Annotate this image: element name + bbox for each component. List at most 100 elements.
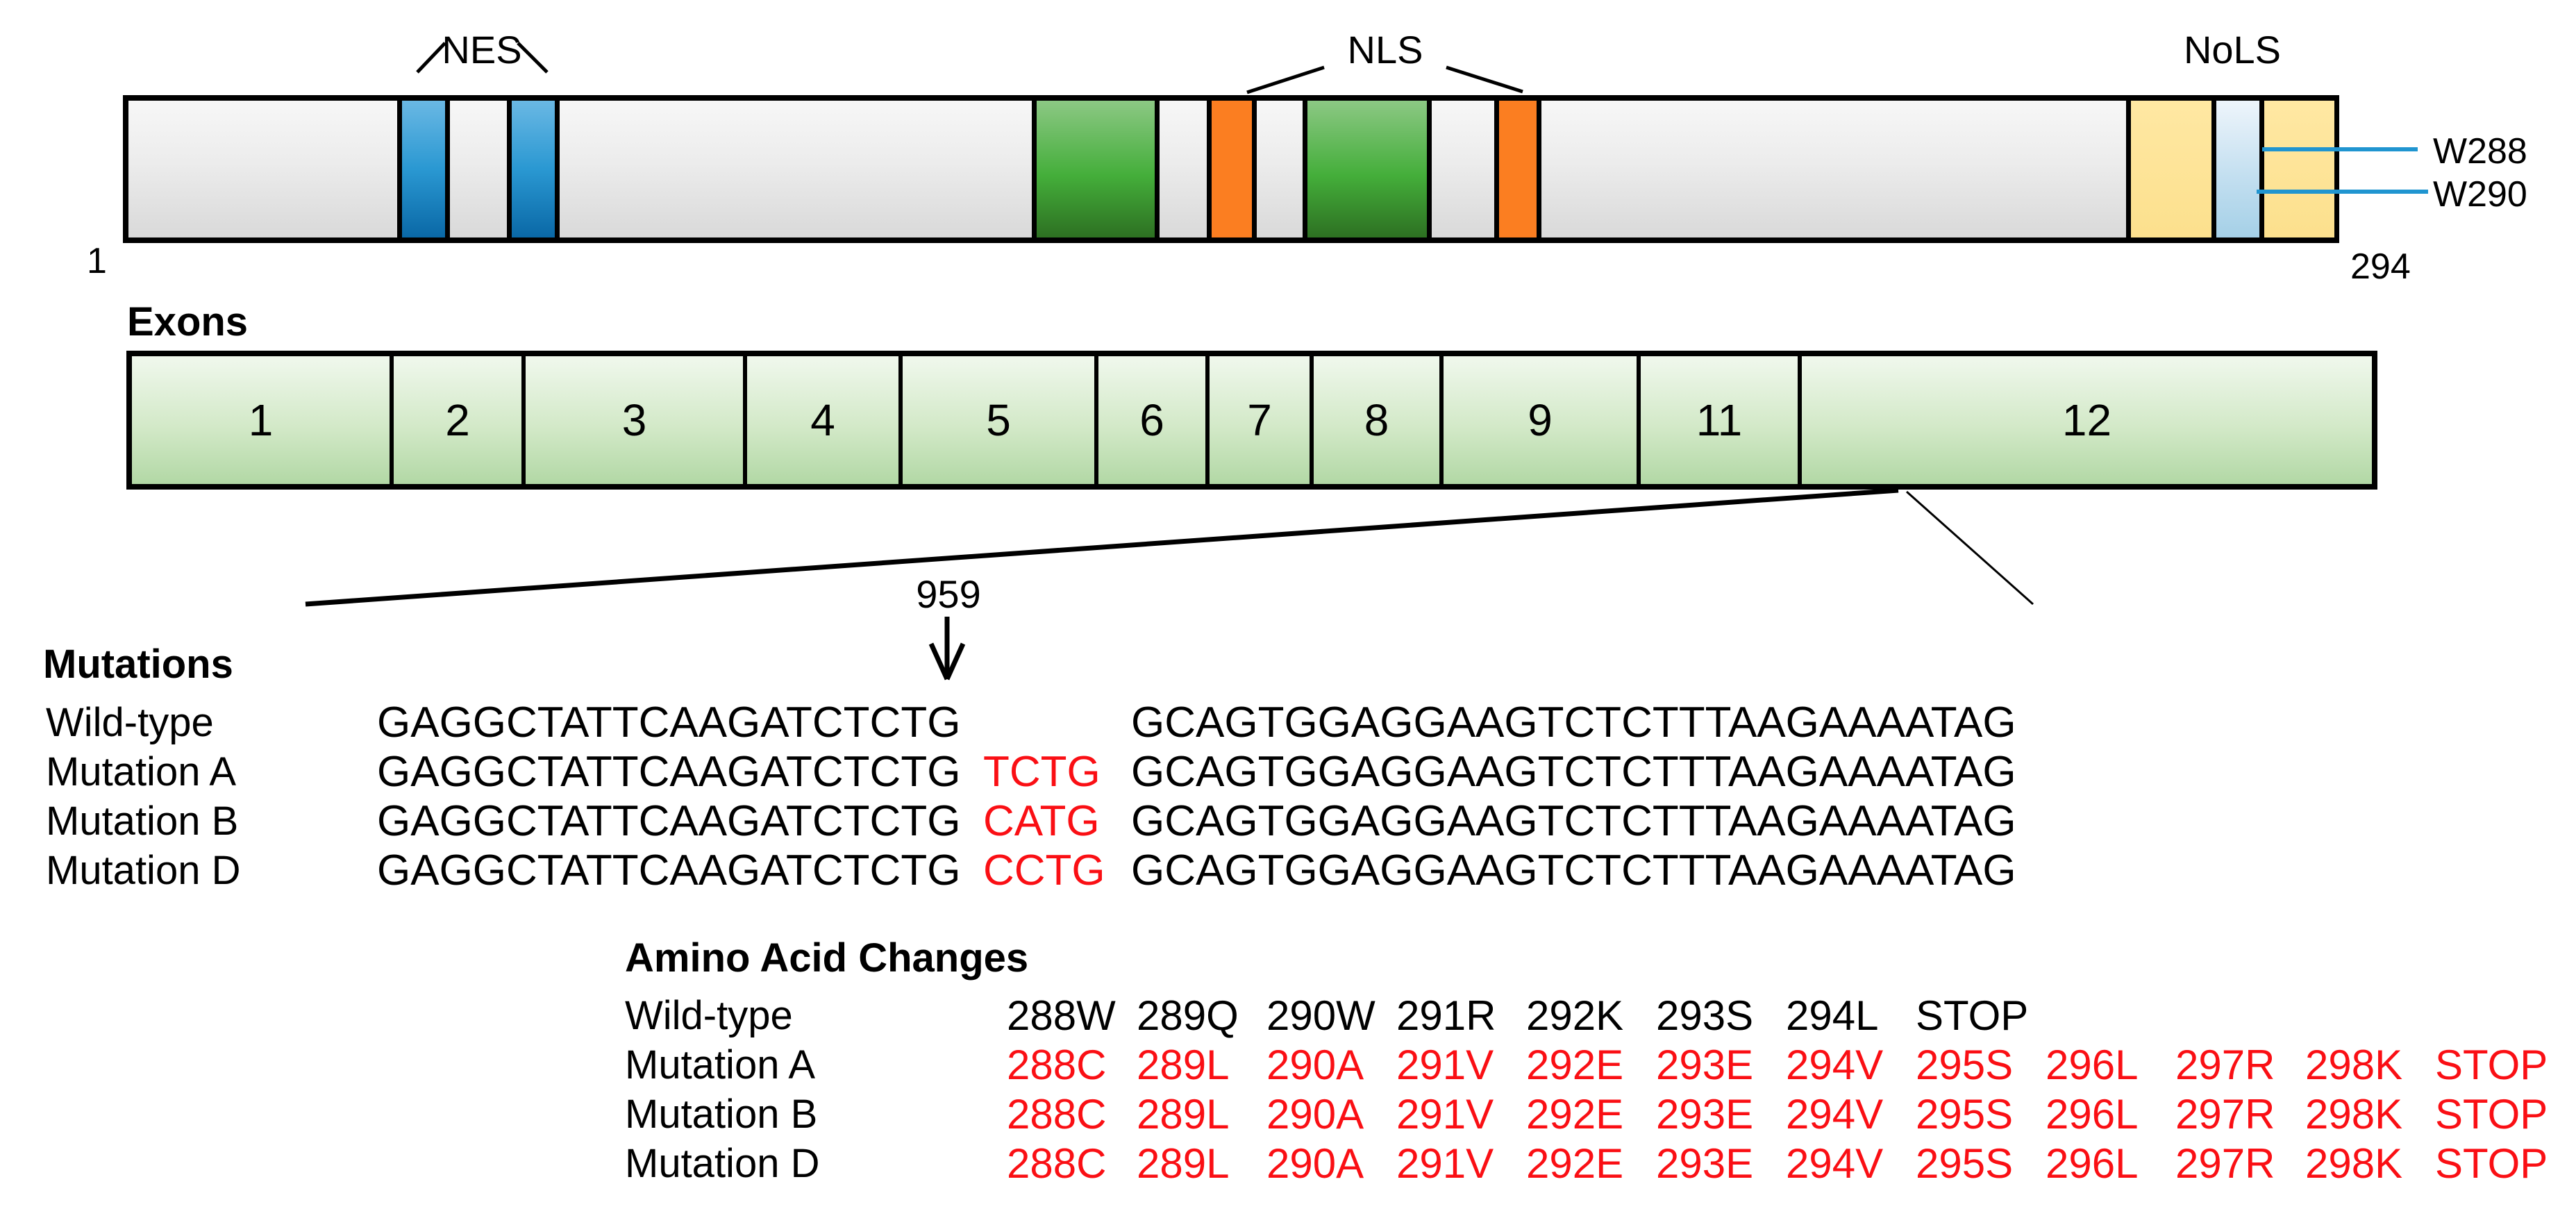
mutation-seq-right: GCAGTGGAGGAAGTCTCTTTAAGAAAATAG	[1131, 797, 2016, 845]
aa-cell: STOP	[2435, 1091, 2548, 1137]
mutation-seq-right: GCAGTGGAGGAAGTCTCTTTAAGAAAATAG	[1131, 847, 2016, 894]
aa-cell: 290A	[1266, 1042, 1364, 1088]
breakpoint-arrow-left-barb	[928, 642, 950, 681]
aa-cell: 289L	[1137, 1042, 1230, 1088]
nls-right-tick-line	[1446, 65, 1523, 94]
residue-start-label: 1	[87, 241, 107, 281]
mutation-insertion: CCTG	[983, 847, 1105, 894]
exon-cell-3: 3	[526, 356, 747, 484]
aa-cell: 289L	[1137, 1140, 1230, 1187]
nls-orange-box-2	[1494, 95, 1541, 243]
mutation-row-label: Mutation D	[46, 848, 241, 893]
aa-cell: STOP	[1916, 992, 2029, 1039]
mutation-seq-left: GAGGCTATTCAAGATCTCTG	[377, 699, 961, 747]
exon-cell-1: 1	[132, 356, 394, 484]
aa-row-label: Wild-type	[625, 993, 793, 1038]
amino-acid-changes-heading: Amino Acid Changes	[625, 935, 1029, 981]
aa-cell: 293E	[1656, 1140, 1754, 1187]
aa-cell: 295S	[1916, 1140, 2014, 1187]
aa-cell: 297R	[2175, 1140, 2275, 1187]
mutation-insertion: TCTG	[983, 748, 1101, 796]
aa-cell: 293S	[1656, 992, 1754, 1039]
breakpoint-arrow-right-barb	[944, 642, 966, 681]
zoom-line-left	[305, 487, 1899, 607]
w288-label: W288	[2433, 131, 2527, 172]
aa-cell: 294V	[1786, 1091, 1884, 1137]
exon-cell-4: 4	[747, 356, 903, 484]
aa-cell: 297R	[2175, 1091, 2275, 1137]
aa-cell: 288W	[1007, 992, 1116, 1039]
aa-cell: 291V	[1396, 1042, 1494, 1088]
aa-cell: 288C	[1007, 1140, 1107, 1187]
mutation-row-label: Mutation A	[46, 749, 237, 794]
aa-cell: STOP	[2435, 1042, 2548, 1088]
aa-cell: 291V	[1396, 1091, 1494, 1137]
exon-cell-2: 2	[394, 356, 526, 484]
mutation-seq-right: GCAGTGGAGGAAGTCTCTTTAAGAAAATAG	[1131, 699, 2016, 747]
mutation-seq-left: GAGGCTATTCAAGATCTCTG	[377, 748, 961, 796]
exon-cell-11: 11	[1641, 356, 1802, 484]
nols-yellow-box-2	[2259, 95, 2339, 243]
aa-cell: 290A	[1266, 1091, 1364, 1137]
aa-cell: 294V	[1786, 1140, 1884, 1187]
nols-yellow-box-1	[2126, 95, 2216, 243]
nes-label: NES	[442, 28, 522, 72]
aa-cell: 298K	[2305, 1042, 2403, 1088]
aa-cell: 293E	[1656, 1091, 1754, 1137]
exon-cell-9: 9	[1444, 356, 1641, 484]
nols-label: NoLS	[2183, 28, 2282, 72]
aa-row-label: Mutation B	[625, 1092, 818, 1137]
aa-cell: 294L	[1786, 992, 1879, 1039]
aa-cell: 291V	[1396, 1140, 1494, 1187]
exon-cell-8: 8	[1314, 356, 1444, 484]
mutations-heading: Mutations	[43, 642, 233, 687]
mutation-insertion: CATG	[983, 797, 1100, 845]
nes-box-1	[397, 95, 450, 243]
exon-cell-6: 6	[1098, 356, 1210, 484]
aa-cell: 289Q	[1137, 992, 1239, 1039]
aa-cell: 292E	[1526, 1140, 1624, 1187]
aa-cell: 298K	[2305, 1091, 2403, 1137]
nls-orange-box-1	[1207, 95, 1257, 243]
aa-row-label: Mutation A	[625, 1042, 816, 1087]
aa-cell: 290W	[1266, 992, 1375, 1039]
residue-end-label: 294	[2350, 247, 2411, 287]
breakpoint-position-label: 959	[916, 572, 981, 616]
aa-cell: 296L	[2046, 1091, 2139, 1137]
mutation-row-label: Mutation B	[46, 799, 239, 844]
nols-lightblue-box	[2211, 95, 2264, 243]
w290-label: W290	[2433, 174, 2527, 215]
aa-row-label: Mutation D	[625, 1141, 820, 1186]
nls-label: NLS	[1347, 28, 1423, 72]
aa-cell: 298K	[2305, 1140, 2403, 1187]
exons-heading: Exons	[127, 299, 249, 344]
mutation-seq-right: GCAGTGGAGGAAGTCTCTTTAAGAAAATAG	[1131, 748, 2016, 796]
aa-cell: 294V	[1786, 1042, 1884, 1088]
mutation-seq-left: GAGGCTATTCAAGATCTCTG	[377, 797, 961, 845]
exon-cell-7: 7	[1210, 356, 1314, 484]
aa-cell: 288C	[1007, 1091, 1107, 1137]
aa-cell: 292E	[1526, 1042, 1624, 1088]
zoom-line-right	[1906, 490, 2034, 606]
aa-cell: 297R	[2175, 1042, 2275, 1088]
aa-cell: 288C	[1007, 1042, 1107, 1088]
aa-cell: 289L	[1137, 1091, 1230, 1137]
aa-cell: STOP	[2435, 1140, 2548, 1187]
aa-cell: 295S	[1916, 1091, 2014, 1137]
nls-green-box-1	[1032, 95, 1160, 243]
exon-cell-5: 5	[903, 356, 1098, 484]
nls-green-box-2	[1303, 95, 1432, 243]
aa-cell: 295S	[1916, 1042, 2014, 1088]
aa-cell: 290A	[1266, 1140, 1364, 1187]
mutation-row-label: Wild-type	[46, 700, 214, 745]
aa-cell: 296L	[2046, 1140, 2139, 1187]
aa-cell: 293E	[1656, 1042, 1754, 1088]
exon-cell-12: 12	[1802, 356, 2372, 484]
aa-cell: 292K	[1526, 992, 1624, 1039]
nls-left-tick-line	[1246, 65, 1325, 94]
mutation-seq-left: GAGGCTATTCAAGATCTCTG	[377, 847, 961, 894]
aa-cell: 291R	[1396, 992, 1496, 1039]
aa-cell: 296L	[2046, 1042, 2139, 1088]
aa-cell: 292E	[1526, 1091, 1624, 1137]
